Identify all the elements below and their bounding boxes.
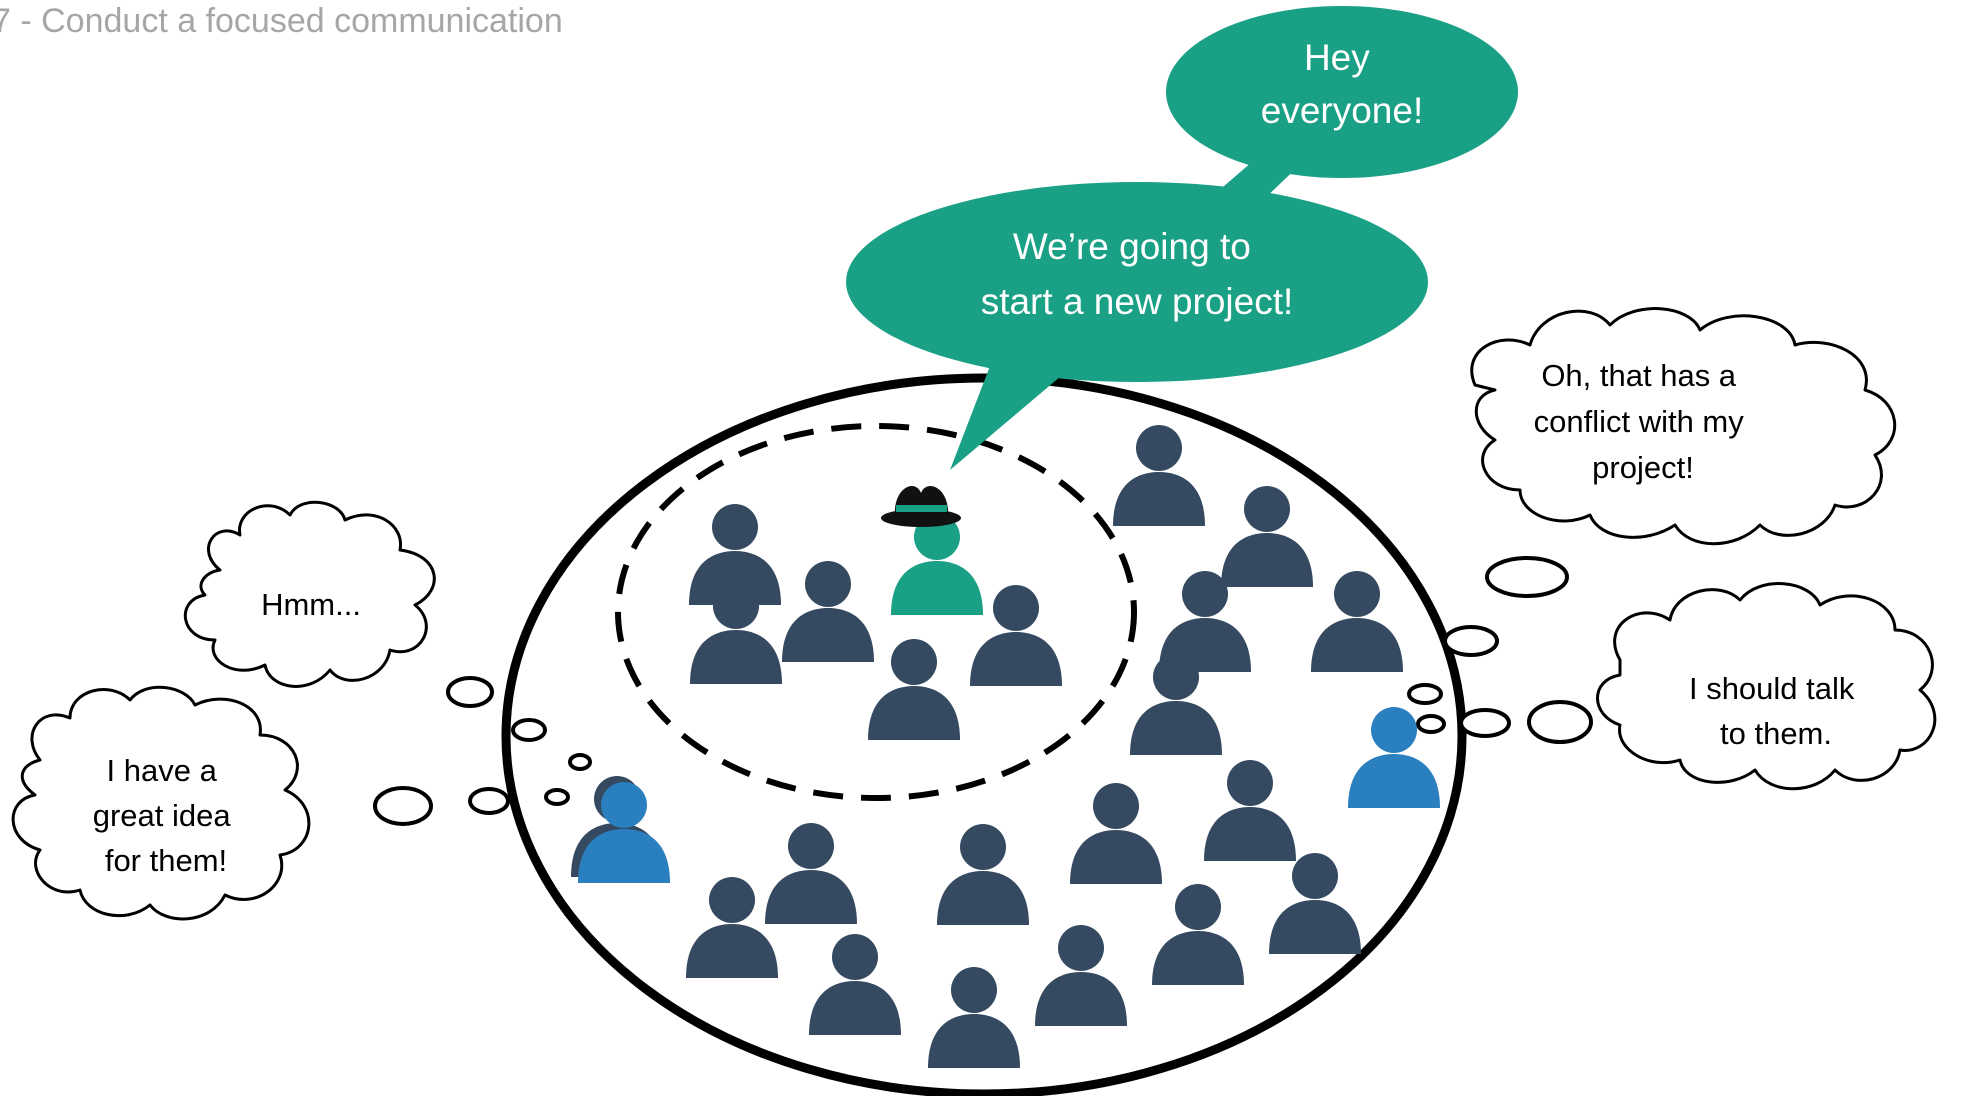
- interested-person-icon: [578, 782, 670, 883]
- person-icon: [970, 585, 1062, 686]
- person-icon: [1204, 760, 1296, 861]
- thought-conflict-text: Oh, that has a conflict with my project!: [1534, 358, 1753, 485]
- speech-top-text: Hey everyone!: [1261, 37, 1424, 131]
- thought-trail-circle: [1485, 556, 1569, 598]
- speech-bubble-main: [846, 182, 1428, 470]
- thought-cloud-great-idea: [11, 685, 311, 921]
- audience-boundary: [501, 373, 1467, 1096]
- person-icon: [809, 934, 901, 1035]
- interested-person-icon: [1348, 707, 1440, 808]
- speech-main-text: We’re going to start a new project!: [981, 226, 1294, 322]
- thought-trail-circle: [446, 676, 494, 708]
- person-icon: [686, 877, 778, 978]
- people-group: [571, 425, 1440, 1068]
- thought-great-idea-text: I have a great idea for them!: [93, 753, 240, 878]
- speaker-person-icon: [891, 514, 983, 615]
- person-icon: [1269, 853, 1361, 954]
- person-icon: [1035, 925, 1127, 1026]
- thought-trail-circle: [1407, 683, 1443, 705]
- fedora-hat-icon: [881, 486, 961, 527]
- thought-cloud-talk: [1596, 582, 1937, 791]
- person-icon: [928, 967, 1020, 1068]
- thought-trail-circle: [1443, 625, 1499, 657]
- slide-title: 7 - Conduct a focused communication: [0, 2, 563, 40]
- person-icon: [1130, 654, 1222, 755]
- thought-trail-circle: [373, 786, 433, 826]
- person-icon: [1221, 486, 1313, 587]
- person-icon: [689, 504, 781, 605]
- thought-trail-circle: [1416, 714, 1446, 734]
- person-icon: [1113, 425, 1205, 526]
- person-icon: [765, 823, 857, 924]
- person-icon: [690, 583, 782, 684]
- person-icon: [1070, 783, 1162, 884]
- thought-trail-circle: [568, 753, 592, 771]
- thought-trail-circle: [544, 788, 570, 806]
- thought-talk-text: I should talk to them.: [1689, 671, 1863, 751]
- thought-trail-circles: [373, 556, 1593, 826]
- focus-group-boundary: [615, 423, 1137, 801]
- person-icon: [782, 561, 874, 662]
- person-icon: [1152, 884, 1244, 985]
- person-icon: [868, 639, 960, 740]
- thought-trail-circle: [511, 718, 547, 742]
- person-icon: [1311, 571, 1403, 672]
- thought-trail-circle: [1459, 708, 1511, 738]
- thought-trail-circle: [468, 787, 510, 815]
- thought-cloud-hmm: [183, 500, 436, 688]
- thought-cloud-conflict: [1470, 307, 1897, 546]
- person-icon: [937, 824, 1029, 925]
- thought-hmm-text: Hmm...: [261, 587, 361, 622]
- thought-trail-circle: [1527, 700, 1593, 744]
